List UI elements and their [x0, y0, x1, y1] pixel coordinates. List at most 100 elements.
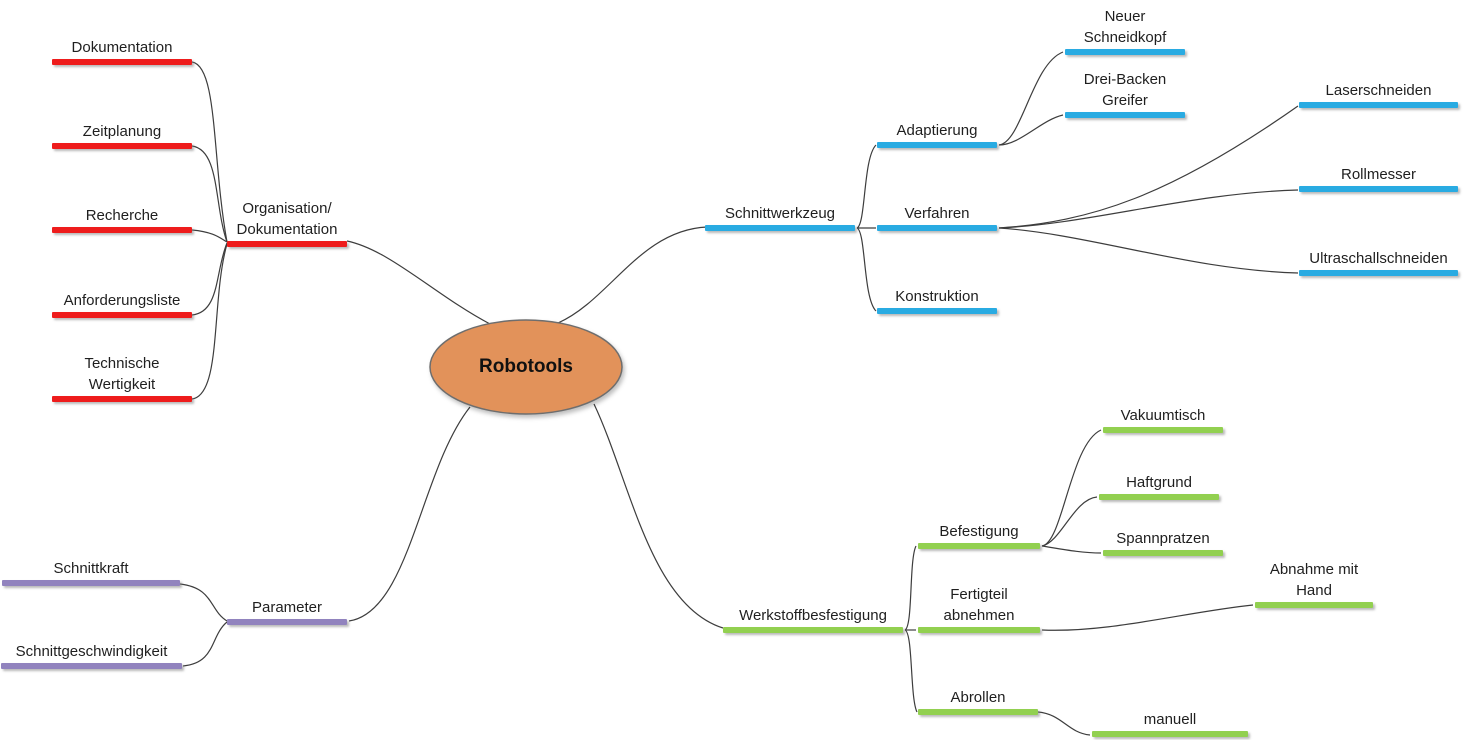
- topic-schnittgeschwindigkeit[interactable]: Schnittgeschwindigkeit: [1, 643, 182, 669]
- topic-abnahme-mit-hand[interactable]: Abnahme mit Hand: [1255, 561, 1373, 608]
- topic-label: Recherche: [85, 207, 159, 224]
- topic-schnittkraft[interactable]: Schnittkraft: [2, 560, 180, 586]
- topic-spannpratzen[interactable]: Spannpratzen: [1103, 530, 1223, 556]
- topic-underline: [227, 241, 347, 247]
- topic-recherche[interactable]: Recherche: [52, 207, 192, 233]
- topic-haftgrund[interactable]: Haftgrund: [1099, 474, 1219, 500]
- topic-adaptierung[interactable]: Adaptierung: [877, 122, 997, 148]
- topic-underline: [1299, 102, 1458, 108]
- topic-konstruktion[interactable]: Konstruktion: [877, 288, 997, 314]
- topic-abrollen[interactable]: Abrollen: [918, 689, 1038, 715]
- topic-laserschneiden[interactable]: Laserschneiden: [1299, 82, 1458, 108]
- connector: [1037, 711, 1091, 736]
- topic-underline: [705, 225, 855, 231]
- topic-neuer-schneidkopf[interactable]: Neuer Schneidkopf: [1065, 8, 1185, 55]
- topic-underline: [1065, 49, 1185, 55]
- topic-fertigteil-abnehmen[interactable]: Fertigteil abnehmen: [918, 586, 1040, 633]
- topic-label: Dokumentation: [71, 39, 173, 56]
- topic-dokumentation[interactable]: Dokumentation: [52, 39, 192, 65]
- topic-underline: [52, 312, 192, 318]
- topic-label: Anforderungsliste: [63, 292, 181, 309]
- connector: [1041, 545, 1102, 554]
- connector: [904, 545, 917, 631]
- topic-underline: [52, 59, 192, 65]
- topic-befestigung[interactable]: Befestigung: [918, 523, 1040, 549]
- topic-zeitplanung[interactable]: Zeitplanung: [52, 123, 192, 149]
- topic-label: Vakuumtisch: [1120, 407, 1206, 424]
- topic-underline: [918, 627, 1040, 633]
- topic-label: Abnahme mit Hand: [1269, 561, 1359, 599]
- connector: [191, 243, 228, 400]
- topic-underline: [918, 543, 1040, 549]
- topic-label: Ultraschallschneiden: [1309, 250, 1448, 267]
- connector: [191, 61, 228, 243]
- topic-label: Adaptierung: [896, 122, 978, 139]
- topic-underline: [1065, 112, 1185, 118]
- topic-label: Schnittwerkzeug: [724, 205, 836, 222]
- topic-label: Schnittkraft: [53, 560, 129, 577]
- connector: [557, 226, 708, 324]
- topic-label: Zeitplanung: [82, 123, 162, 140]
- topic-label: Haftgrund: [1126, 474, 1192, 491]
- connector: [191, 145, 228, 243]
- connector: [182, 621, 228, 667]
- connector: [998, 189, 1299, 229]
- topic-manuell[interactable]: manuell: [1092, 711, 1248, 737]
- connector: [1041, 496, 1098, 547]
- topic-label: manuell: [1143, 711, 1197, 728]
- topic-verfahren[interactable]: Verfahren: [877, 205, 997, 231]
- connector: [998, 114, 1064, 146]
- topic-rollmesser[interactable]: Rollmesser: [1299, 166, 1458, 192]
- topic-label: Parameter: [251, 599, 323, 616]
- topic-underline: [52, 143, 192, 149]
- connector: [346, 240, 491, 325]
- topic-underline: [1099, 494, 1219, 500]
- topic-underline: [1103, 550, 1223, 556]
- topic-ultraschallschneiden[interactable]: Ultraschallschneiden: [1299, 250, 1458, 276]
- topic-organisation-dokumentation[interactable]: Organisation/ Dokumentation: [227, 200, 347, 247]
- topic-label: Technische Wertigkeit: [84, 355, 160, 393]
- topic-anforderungsliste[interactable]: Anforderungsliste: [52, 292, 192, 318]
- topic-label: Abrollen: [950, 689, 1006, 706]
- topic-label: Verfahren: [904, 205, 970, 222]
- topic-label: Spannpratzen: [1116, 530, 1210, 547]
- topic-underline: [877, 142, 997, 148]
- connector: [998, 105, 1299, 229]
- topic-underline: [1299, 270, 1458, 276]
- topic-underline: [1299, 186, 1458, 192]
- topic-label: Drei-Backen Greifer: [1083, 71, 1167, 109]
- connector: [856, 227, 877, 312]
- topic-technische-wertigkeit[interactable]: Technische Wertigkeit: [52, 355, 192, 402]
- topic-underline: [1092, 731, 1248, 737]
- topic-vakuumtisch[interactable]: Vakuumtisch: [1103, 407, 1223, 433]
- topic-label: Fertigteil abnehmen: [943, 586, 1015, 624]
- central-topic[interactable]: Robotools: [430, 320, 622, 414]
- topic-underline: [227, 619, 347, 625]
- connector: [348, 406, 471, 622]
- topic-label: Rollmesser: [1340, 166, 1416, 183]
- connector: [1041, 429, 1102, 547]
- topic-werkstoffbesfestigung[interactable]: Werkstoffbesfestigung: [723, 607, 903, 633]
- connector: [191, 242, 228, 316]
- connector: [1041, 604, 1254, 631]
- connector: [191, 229, 228, 243]
- topic-underline: [1, 663, 182, 669]
- topic-underline: [877, 225, 997, 231]
- central-topic-ellipse[interactable]: [429, 319, 623, 415]
- connector: [179, 583, 228, 622]
- topic-label: Befestigung: [939, 523, 1019, 540]
- topic-label: Organisation/ Dokumentation: [236, 200, 338, 238]
- connector: [998, 51, 1064, 146]
- topic-underline: [1103, 427, 1223, 433]
- topic-label: Konstruktion: [895, 288, 979, 305]
- connector: [593, 403, 724, 629]
- topic-schnittwerkzeug[interactable]: Schnittwerkzeug: [705, 205, 855, 231]
- topic-parameter[interactable]: Parameter: [227, 599, 347, 625]
- topic-label: Laserschneiden: [1325, 82, 1432, 99]
- topic-underline: [877, 308, 997, 314]
- topic-underline: [2, 580, 180, 586]
- topic-underline: [52, 227, 192, 233]
- topic-drei-backen-greifer[interactable]: Drei-Backen Greifer: [1065, 71, 1185, 118]
